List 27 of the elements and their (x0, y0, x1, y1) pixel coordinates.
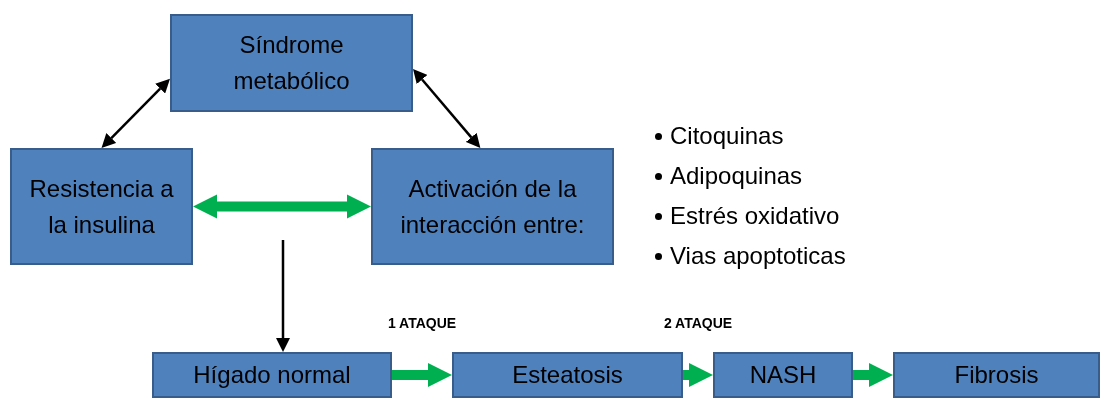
box-text: Esteatosis (512, 360, 623, 390)
list-item-text: Estrés oxidativo (670, 201, 840, 231)
block-arrow (392, 363, 452, 387)
list-item-text: Adipoquinas (670, 161, 803, 191)
block-arrow (193, 194, 371, 219)
list-item-text: Vias apoptoticas (670, 241, 846, 271)
process-box (713, 352, 853, 398)
process-box (170, 14, 413, 112)
arrow (413, 68, 481, 148)
box-text: Activación de la interacción entre: (399, 173, 586, 240)
process-box (10, 148, 193, 265)
box-text: Hígado normal (193, 360, 351, 390)
arrow (276, 240, 291, 352)
box-text: Síndrome metabólico (232, 30, 351, 96)
box-text: Fibrosis (954, 360, 1039, 390)
process-box (452, 352, 683, 398)
process-box (371, 148, 614, 265)
edge-label: 1 ATAQUE (387, 315, 457, 331)
block-arrow (683, 363, 713, 387)
box-text: Resistencia a la insulina (28, 173, 175, 240)
box-text: NASH (749, 360, 817, 390)
process-box (152, 352, 392, 398)
arrow (101, 78, 170, 148)
block-arrow (853, 363, 893, 387)
edge-label: 2 ATAQUE (663, 315, 733, 331)
process-box (893, 352, 1100, 398)
list-item-text: Citoquinas (670, 121, 784, 151)
